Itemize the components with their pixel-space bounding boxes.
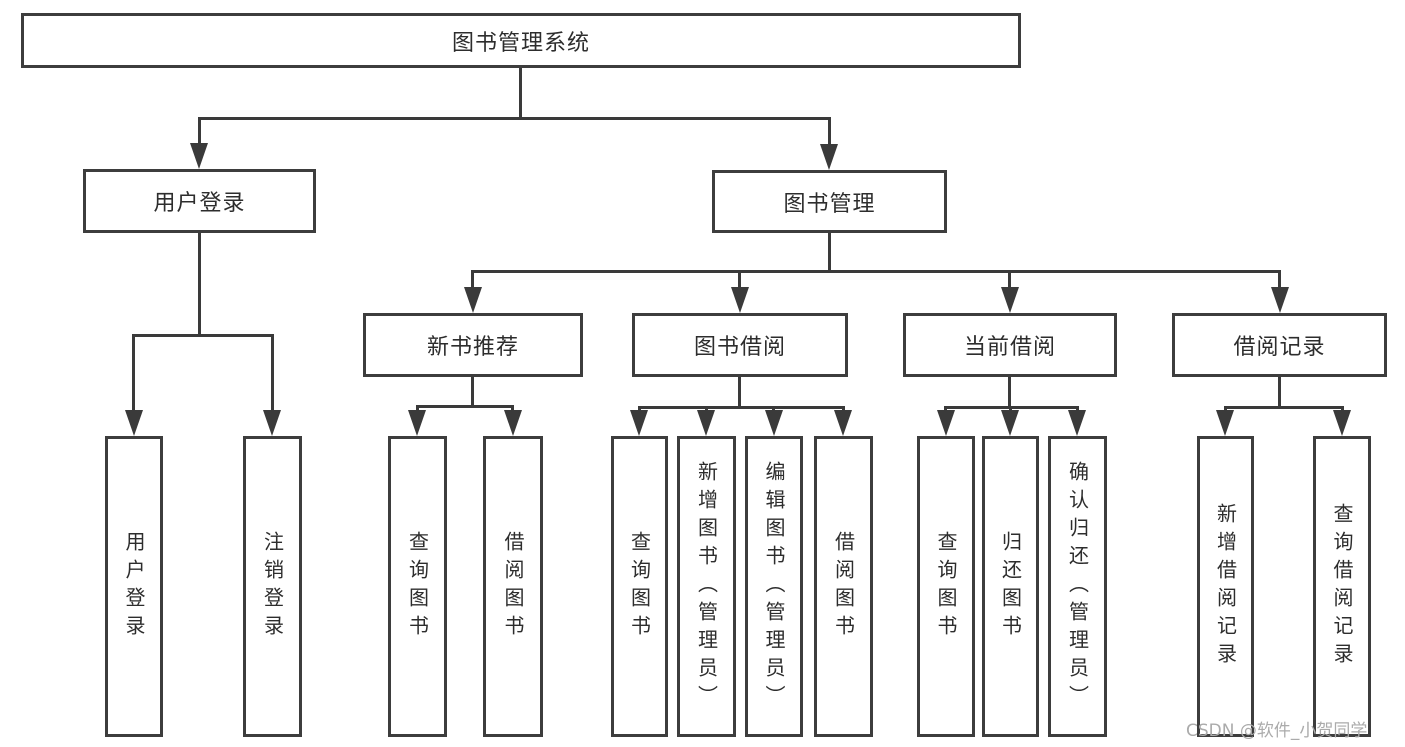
csdn-watermark: CSDN @软件_小贺同学: [1186, 721, 1368, 741]
arrowhead-down-icon: [1001, 287, 1019, 313]
leaf-logout-label: 注销登录: [260, 530, 285, 643]
arrowhead-down-icon: [697, 410, 715, 436]
arrowhead-down-icon: [263, 410, 281, 436]
arrowhead-down-icon: [1271, 287, 1289, 313]
connector-line: [519, 68, 522, 120]
connector-line: [828, 233, 831, 273]
node-library-management-system-label: 图书管理系统: [451, 30, 590, 56]
connector-line: [1278, 270, 1281, 292]
arrowhead-down-icon: [937, 410, 955, 436]
connector-line: [1008, 270, 1011, 292]
leaf-edit-books-admin: 编辑图书（管理员）: [745, 436, 803, 737]
leaf-query-books-2-label: 查询图书: [627, 530, 652, 643]
leaf-query-books-3: 查询图书: [917, 436, 975, 737]
leaf-add-books-admin: 新增图书（管理员）: [677, 436, 736, 737]
leaf-logout: 注销登录: [243, 436, 302, 737]
leaf-add-borrow-record-label: 新增借阅记录: [1213, 502, 1238, 671]
leaf-borrow-books-1: 借阅图书: [483, 436, 543, 737]
node-current-borrowing: 当前借阅: [903, 313, 1117, 377]
arrowhead-down-icon: [1068, 410, 1086, 436]
node-book-management: 图书管理: [712, 170, 947, 233]
leaf-query-books-3-label: 查询图书: [934, 530, 958, 643]
node-book-management-label: 图书管理: [783, 191, 876, 217]
arrowhead-down-icon: [464, 287, 482, 313]
arrowhead-down-icon: [731, 287, 749, 313]
leaf-query-books-1-label: 查询图书: [405, 530, 430, 643]
leaf-query-borrow-record-label: 查询借阅记录: [1330, 502, 1354, 671]
node-user-login-label: 用户登录: [153, 191, 246, 216]
connector-line: [471, 270, 1281, 273]
leaf-query-books-1: 查询图书: [388, 436, 447, 737]
leaf-query-books-2: 查询图书: [611, 436, 668, 737]
node-borrowing-records-label: 借阅记录: [1233, 335, 1326, 360]
leaf-confirm-return-admin: 确认归还（管理员）: [1048, 436, 1107, 737]
arrowhead-down-icon: [408, 410, 426, 436]
connector-line: [471, 270, 474, 292]
arrowhead-down-icon: [190, 143, 208, 169]
arrowhead-down-icon: [1333, 410, 1351, 436]
arrowhead-down-icon: [504, 410, 522, 436]
node-book-borrowing-label: 图书借阅: [693, 335, 786, 360]
connector-line: [132, 334, 135, 416]
leaf-borrow-books-2: 借阅图书: [814, 436, 873, 737]
node-new-book-recommendation: 新书推荐: [363, 313, 583, 377]
connector-line: [638, 406, 845, 409]
node-book-borrowing: 图书借阅: [632, 313, 848, 377]
node-borrowing-records: 借阅记录: [1172, 313, 1387, 377]
connector-line: [1224, 406, 1344, 409]
arrowhead-down-icon: [1001, 410, 1019, 436]
leaf-return-books-label: 归还图书: [998, 530, 1023, 643]
leaf-return-books: 归还图书: [982, 436, 1039, 737]
arrowhead-down-icon: [125, 410, 143, 436]
connector-line: [1008, 377, 1011, 409]
leaf-add-borrow-record: 新增借阅记录: [1197, 436, 1254, 737]
arrowhead-down-icon: [630, 410, 648, 436]
connector-line: [132, 334, 274, 337]
leaf-borrow-books-1-label: 借阅图书: [501, 530, 525, 643]
connector-line: [198, 117, 201, 149]
arrowhead-down-icon: [1216, 410, 1234, 436]
leaf-add-books-admin-label: 新增图书（管理员）: [694, 460, 719, 713]
node-new-book-recommendation-label: 新书推荐: [426, 335, 519, 360]
leaf-borrow-books-2-label: 借阅图书: [831, 530, 856, 643]
node-current-borrowing-label: 当前借阅: [963, 335, 1056, 360]
connector-line: [1278, 377, 1281, 409]
leaf-confirm-return-admin-label: 确认归还（管理员）: [1065, 460, 1090, 713]
connector-line: [416, 405, 514, 408]
arrowhead-down-icon: [765, 410, 783, 436]
arrowhead-down-icon: [834, 410, 852, 436]
connector-line: [271, 334, 274, 416]
connector-line: [828, 117, 831, 150]
connector-line: [198, 117, 831, 120]
connector-line: [738, 270, 741, 292]
leaf-user-login: 用户登录: [105, 436, 163, 737]
node-user-login: 用户登录: [83, 169, 316, 233]
leaf-query-borrow-record: 查询借阅记录: [1313, 436, 1371, 737]
connector-line: [471, 377, 474, 408]
node-library-management-system: 图书管理系统: [21, 13, 1021, 68]
leaf-user-login-label: 用户登录: [122, 530, 146, 643]
connector-line: [198, 233, 201, 337]
connector-line: [738, 377, 741, 409]
arrowhead-down-icon: [820, 144, 838, 170]
leaf-edit-books-admin-label: 编辑图书（管理员）: [762, 460, 786, 713]
